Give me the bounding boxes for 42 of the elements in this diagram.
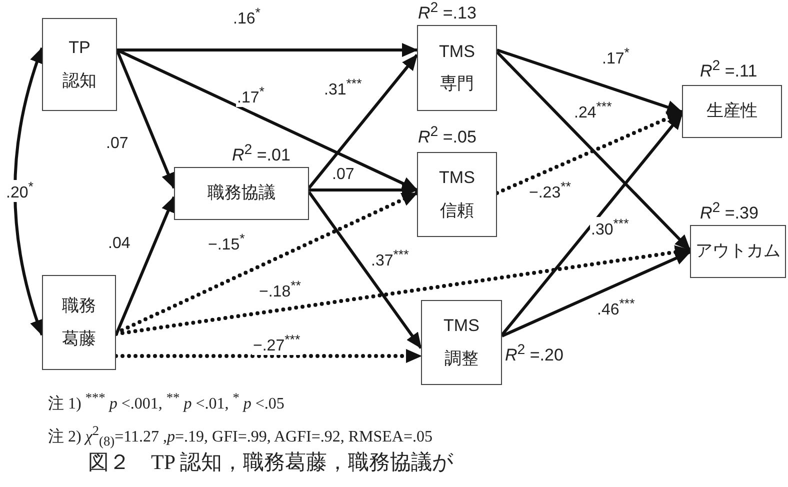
node-label: TMS 信頼 (438, 167, 476, 222)
node-label: TMS 調整 (442, 315, 480, 370)
variable-box (421, 300, 502, 385)
variable-box (417, 25, 497, 111)
variable-box (42, 275, 116, 370)
variable-box (417, 152, 497, 237)
arrow (308, 54, 418, 189)
variable-box (42, 18, 117, 111)
arrow (496, 50, 692, 252)
arrow (308, 191, 422, 349)
node-label: 職務協議 (208, 182, 276, 204)
r-squared-label: R$^{2}$ =.11 (700, 58, 758, 82)
node-label: TMS 専門 (438, 40, 476, 95)
r-squared-label: R$^{2}$ =.39 (700, 200, 758, 224)
node-label: アウトカム (696, 240, 780, 262)
edge-label: .17$^{*}$ (236, 85, 266, 107)
arrow (114, 245, 692, 336)
node-label: 生産性 (706, 100, 758, 122)
note-text: 注 2) χ$^{2}$$_{(8)}$=11.27 ,p=.19, GFI=.99, AGFI=.92, RMSEA=.05 (48, 423, 432, 450)
edge-label: .20$^{*}$ (5, 180, 34, 202)
arrow (496, 48, 683, 114)
node-label: 職務葛藤 (61, 295, 97, 350)
arrow (495, 110, 684, 195)
edge-label: −.27$^{***}$ (252, 333, 302, 355)
arrow (116, 48, 418, 192)
arrow (114, 196, 176, 336)
arrow (500, 113, 684, 336)
variable-box (690, 225, 786, 278)
arrow (14, 47, 44, 336)
figure-caption: 図２ TP 認知，職務葛藤，職務協議が (88, 449, 454, 476)
variable-box (682, 85, 782, 138)
arrow (501, 250, 691, 338)
variable-box (174, 167, 309, 220)
arrow (117, 43, 418, 57)
arrow (114, 349, 423, 363)
r-squared-label: R$^{2}$ =.13 (418, 0, 476, 24)
note-text: 注 1) $^{***}$ p <.001, $^{**}$ p <.01, $^{*}$ p <.05 (48, 390, 284, 414)
r-squared-label: R$^{2}$ =.01 (232, 142, 290, 166)
arrow (116, 49, 176, 189)
r-squared-label: R$^{2}$ =.05 (418, 124, 476, 148)
r-squared-label: R$^{2}$ =.20 (505, 342, 564, 366)
node-label: TP 認知 (62, 37, 98, 92)
